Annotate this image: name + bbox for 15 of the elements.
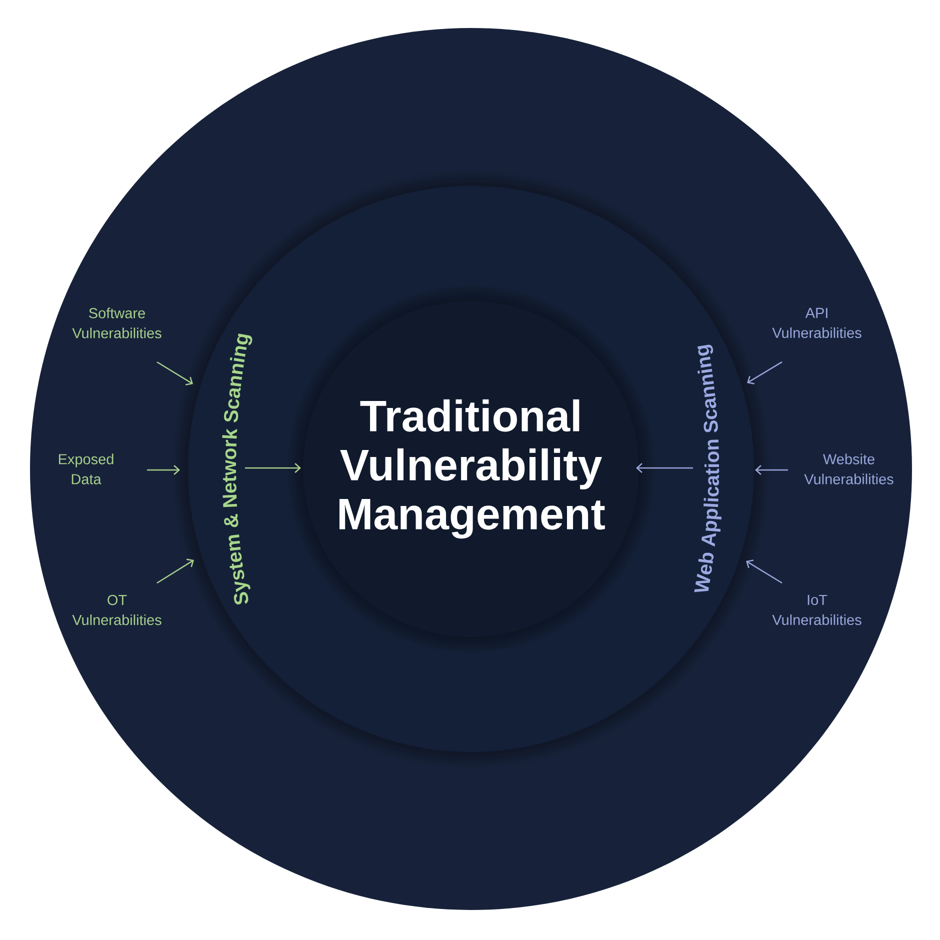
source-label: Website Vulnerabilities xyxy=(804,454,894,484)
arrow xyxy=(747,361,782,384)
arrow xyxy=(156,558,194,584)
source-label: Exposed Data xyxy=(58,454,114,484)
arrow xyxy=(147,465,180,475)
source-label: API Vulnerabilities xyxy=(772,308,862,338)
source-label: IoT Vulnerabilities xyxy=(772,594,862,626)
source-label: OT Vulnerabilities xyxy=(72,594,162,626)
curved-heading: System & Network Scanning xyxy=(222,333,252,604)
source-label: Software Vulnerabilities xyxy=(72,308,162,338)
arrow xyxy=(245,463,301,473)
arrow xyxy=(156,361,193,386)
arrow xyxy=(746,560,782,584)
arrow xyxy=(636,463,693,473)
arrow xyxy=(755,465,788,475)
